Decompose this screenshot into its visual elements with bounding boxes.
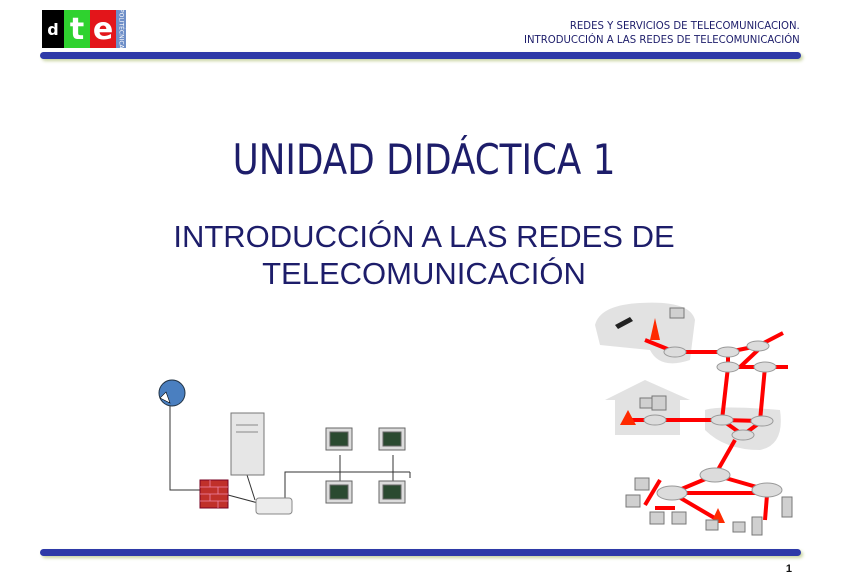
server-icon <box>230 412 265 476</box>
switch-icon <box>255 497 293 515</box>
header-text: REDES Y SERVICIOS DE TELECOMUNICACION. I… <box>524 19 800 47</box>
dte-logo: d t e POLITÉCNICA <box>42 9 126 49</box>
top-divider <box>40 52 801 59</box>
logo-letter-e: e <box>90 10 116 48</box>
logo-letter-d: d <box>42 10 64 48</box>
internet-diagram <box>595 302 793 536</box>
logo-letter-t: t <box>64 10 90 48</box>
globe-icon <box>158 379 186 407</box>
subtitle-line1: INTRODUCCIÓN A LAS REDES DE <box>173 219 675 254</box>
bottom-divider <box>40 549 801 556</box>
subtitle-line2: TELECOMUNICACIÓN <box>262 256 586 291</box>
logo-side-text: POLITÉCNICA <box>116 9 126 49</box>
computer-icons <box>325 427 406 504</box>
firewall-icon <box>199 479 229 509</box>
slide-subtitle: INTRODUCCIÓN A LAS REDES DE TELECOMUNICA… <box>0 218 848 292</box>
router-icons <box>643 340 783 501</box>
header-line1: REDES Y SERVICIOS DE TELECOMUNICACION. <box>570 19 800 32</box>
page-number: 1 <box>785 563 792 575</box>
header-line2: INTRODUCCIÓN A LAS REDES DE TELECOMUNICA… <box>524 33 800 46</box>
phone-icon <box>615 317 633 329</box>
antenna-icons <box>620 318 725 523</box>
lan-diagram <box>169 405 411 504</box>
slide-title: UNIDAD DIDÁCTICA 1 <box>232 135 616 184</box>
device-icons <box>625 307 793 536</box>
